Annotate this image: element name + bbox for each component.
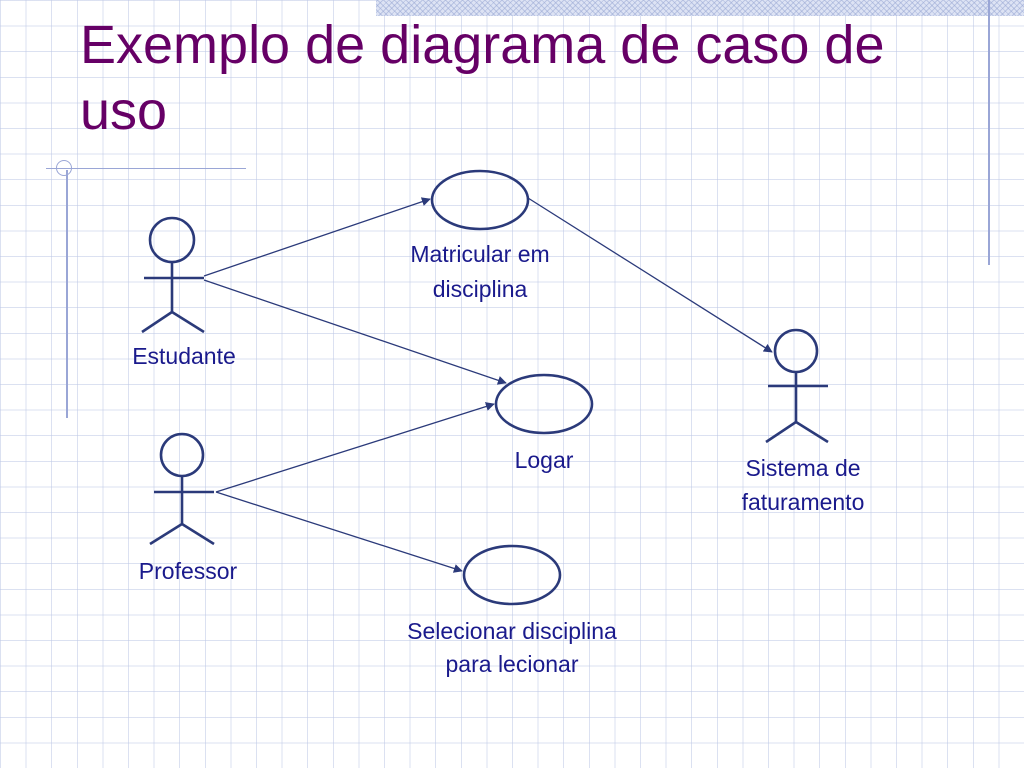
actor-estudante-label: Estudante bbox=[132, 343, 236, 369]
association-professor-selecionar bbox=[215, 491, 463, 573]
use-case-matricular bbox=[430, 169, 530, 231]
top-decorative-band bbox=[376, 0, 1024, 16]
use-case-selecionar-label-line2: para lecionar bbox=[446, 651, 579, 677]
use-case-selecionar-label-line1: Selecionar disciplina bbox=[407, 618, 617, 644]
association-matricular-sistema bbox=[527, 197, 773, 353]
decorative-ring-icon bbox=[56, 160, 72, 176]
use-case-matricular-label-line1: Matricular em bbox=[410, 241, 549, 267]
actor-sistema-figure bbox=[765, 328, 829, 444]
actor-professor-figure bbox=[149, 432, 215, 546]
association-estudante-logar bbox=[203, 279, 507, 385]
slide-title: Exemplo de diagrama de caso de uso bbox=[80, 15, 885, 141]
left-decorative-rule bbox=[66, 170, 68, 418]
actor-professor-label: Professor bbox=[139, 558, 238, 584]
association-estudante-matricular bbox=[203, 197, 431, 277]
actor-sistema-label-line2: faturamento bbox=[742, 489, 865, 515]
association-professor-logar bbox=[215, 402, 495, 493]
actor-sistema-label-line1: Sistema de bbox=[745, 455, 860, 481]
use-case-matricular-label-line2: disciplina bbox=[433, 276, 528, 302]
actor-estudante-figure bbox=[141, 216, 205, 334]
use-case-selecionar bbox=[462, 544, 562, 606]
right-decorative-rule bbox=[988, 0, 990, 265]
use-case-logar-label: Logar bbox=[515, 447, 574, 473]
horizontal-decorative-rule bbox=[46, 168, 246, 169]
use-case-logar bbox=[494, 373, 594, 435]
